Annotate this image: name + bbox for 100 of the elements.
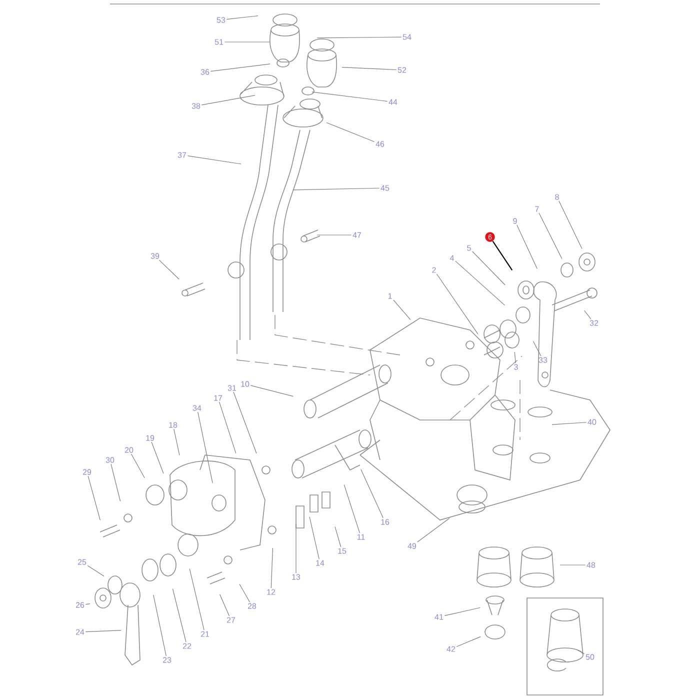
callout-number: 49	[408, 543, 416, 549]
callout-number: 24	[76, 629, 84, 635]
callout-number: 47	[352, 232, 362, 238]
leader-line	[210, 64, 270, 72]
leader-line	[334, 526, 342, 548]
callout-number: 15	[338, 548, 346, 554]
leader-line	[436, 274, 478, 334]
leader-line	[578, 650, 585, 654]
leader-line	[456, 636, 481, 647]
callout-number: 48	[586, 562, 596, 568]
leader-line	[187, 156, 242, 164]
callout-number: 20	[124, 447, 134, 453]
leader-line	[514, 352, 516, 364]
callout-number: 1	[388, 293, 392, 299]
leader-line	[472, 251, 506, 286]
callout-number: 29	[82, 469, 92, 475]
callout-number: 23	[162, 657, 172, 663]
leader-line	[153, 594, 166, 656]
callout-number: 41	[434, 614, 444, 620]
leader-line	[444, 607, 480, 616]
callout-number: 5	[467, 245, 471, 251]
leader-line	[558, 200, 582, 249]
leader-line	[516, 224, 538, 269]
callout-number: 33	[538, 357, 548, 363]
callout-number: 30	[106, 457, 114, 463]
callout-number: 8	[555, 194, 559, 200]
leader-line	[239, 584, 250, 602]
callout-number: 40	[588, 419, 596, 425]
callout-number: 28	[248, 603, 256, 609]
leader-line	[316, 36, 402, 38]
callout-number: 9	[513, 218, 517, 224]
leader-line	[455, 260, 506, 306]
leader-line	[110, 464, 121, 502]
callout-number: 44	[388, 99, 398, 105]
leader-line	[85, 604, 90, 605]
callout-number: 50	[586, 654, 594, 660]
callout-number: 42	[446, 646, 456, 652]
callout-number: 32	[590, 320, 598, 326]
leader-line	[250, 385, 294, 397]
leader-line	[360, 469, 384, 518]
callout-number: 37	[178, 152, 186, 158]
leader-line	[326, 122, 375, 142]
leader-line	[218, 402, 236, 454]
leader-line	[532, 340, 542, 356]
leader-line	[538, 212, 562, 259]
leader-line	[270, 548, 273, 588]
leader-line	[220, 594, 230, 616]
callout-number: 3	[514, 364, 518, 370]
callout-number: 52	[398, 67, 406, 73]
callout-number: 19	[146, 435, 154, 441]
leader-line	[309, 516, 320, 560]
callout-number: 34	[192, 405, 202, 411]
callout-number: 13	[292, 574, 300, 580]
leader-line	[174, 428, 180, 456]
leader-line	[233, 392, 257, 454]
callout-number: 31	[228, 385, 236, 391]
leader-line	[85, 630, 122, 632]
callout-number: 25	[78, 559, 86, 565]
leader-line	[201, 95, 256, 106]
leader-line	[342, 67, 397, 70]
callout-number: 14	[316, 560, 324, 566]
callout-number: 53	[216, 17, 226, 23]
leader-line	[189, 568, 204, 630]
callout-number: 46	[376, 141, 384, 147]
callout-number: 16	[381, 519, 390, 525]
leader-line	[88, 476, 100, 520]
callout-number: 12	[267, 589, 276, 595]
leader-line	[560, 564, 586, 566]
callout-number: 7	[535, 206, 539, 212]
callout-number: 11	[357, 534, 365, 540]
leader-line	[344, 484, 360, 534]
callout-number: 10	[241, 381, 250, 387]
callout-number: 38	[192, 103, 200, 109]
callout-number: 36	[200, 69, 210, 75]
callout-number: 17	[214, 395, 222, 401]
leader-line	[316, 234, 352, 236]
callout-number: 2	[432, 267, 436, 273]
leader-line	[130, 454, 145, 478]
leader-line	[552, 422, 587, 425]
leader-line	[158, 260, 180, 280]
leader-line	[312, 92, 388, 102]
leader-line	[198, 412, 213, 484]
leader-line	[87, 565, 104, 576]
callout-number: 39	[150, 253, 160, 259]
callout-number: 18	[169, 422, 178, 428]
leader-line	[492, 240, 513, 270]
leader-line	[393, 300, 411, 320]
callout-number: 26	[76, 602, 84, 608]
callout-number: 45	[380, 185, 390, 191]
leader-line	[172, 588, 186, 642]
callout-number: 51	[214, 39, 224, 45]
leader-line	[584, 310, 592, 320]
callout-number: 22	[182, 643, 192, 649]
callout-number: 21	[200, 631, 210, 637]
leader-line	[417, 518, 450, 542]
leader-line	[151, 442, 164, 474]
callout-number: 54	[402, 34, 412, 40]
callout-number: 4	[450, 255, 454, 261]
leader-line	[226, 16, 258, 20]
callout-number: 27	[226, 617, 236, 623]
